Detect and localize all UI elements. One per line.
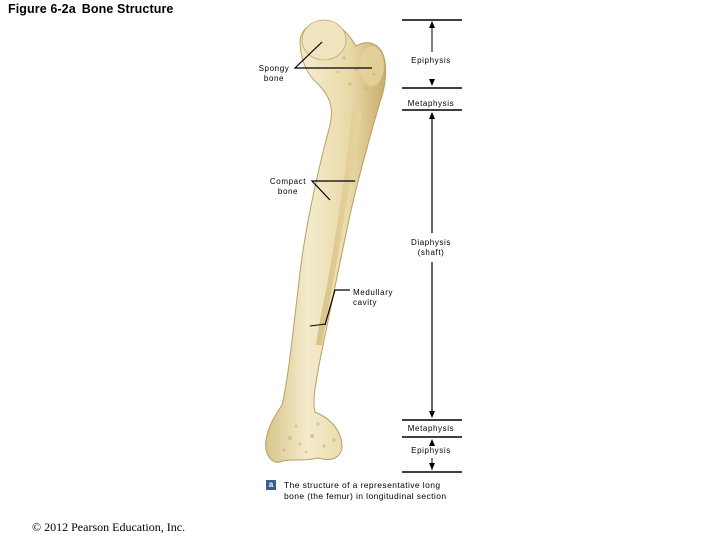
epiphysis-bottom-arrowhead-top [429,439,435,446]
femoral-head [301,19,347,61]
medullary-cavity-label: Medullary cavity [353,288,393,308]
spongy-bone-leader [293,41,372,69]
diaphysis-arrowhead-bottom [429,411,435,418]
epiphysis-bottom-arrowhead [429,463,435,470]
spongy-bone-label-line1: Spongy [258,64,290,73]
metaphysis-bottom-label: Metaphysis [407,424,455,433]
figure-title: Figure 6-2a Bone Structure [8,2,174,16]
femur-bone [265,20,387,463]
compact-bone-label: Compact bone [266,177,310,197]
medullary-cavity-region [316,110,362,345]
copyright-notice: © 2012 Pearson Education, Inc. [32,520,186,534]
epiphysis-top-arrowhead-bottom [429,79,435,86]
epiphysis-top-arrowhead [429,21,435,28]
figure-caption: The structure of a representative long b… [284,480,447,501]
metaphysis-top-label: Metaphysis [407,99,455,108]
medullary-cavity-leader [324,289,350,326]
distal-spongy-texture [282,422,336,454]
spongy-bone-label: Spongy bone [252,64,296,84]
medullary-cavity-pointer [309,323,327,327]
caption-badge: a [266,480,276,490]
diaphysis-label-line1: Diaphysis [410,238,452,247]
figure-name: Bone Structure [81,2,174,16]
spongy-bone-label-line2: bone [263,74,285,83]
compact-bone-leader [310,180,355,201]
epiphysis-top-label: Epiphysis [411,56,451,65]
epiphysis-bottom-label: Epiphysis [411,446,451,455]
trochanter [360,46,384,86]
diaphysis-arrowhead-top [429,112,435,119]
diaphysis-label: Diaphysis (shaft) [400,238,462,258]
compact-bone-label-line1: Compact [269,177,307,186]
diaphysis-label-line2: (shaft) [417,248,445,257]
compact-bone-label-line2: bone [277,187,299,196]
medullary-cavity-label-line1: Medullary [353,288,394,297]
medullary-cavity-label-line2: cavity [353,298,378,307]
proximal-spongy-texture [336,56,376,90]
figure-number: Figure 6-2a [8,2,76,16]
